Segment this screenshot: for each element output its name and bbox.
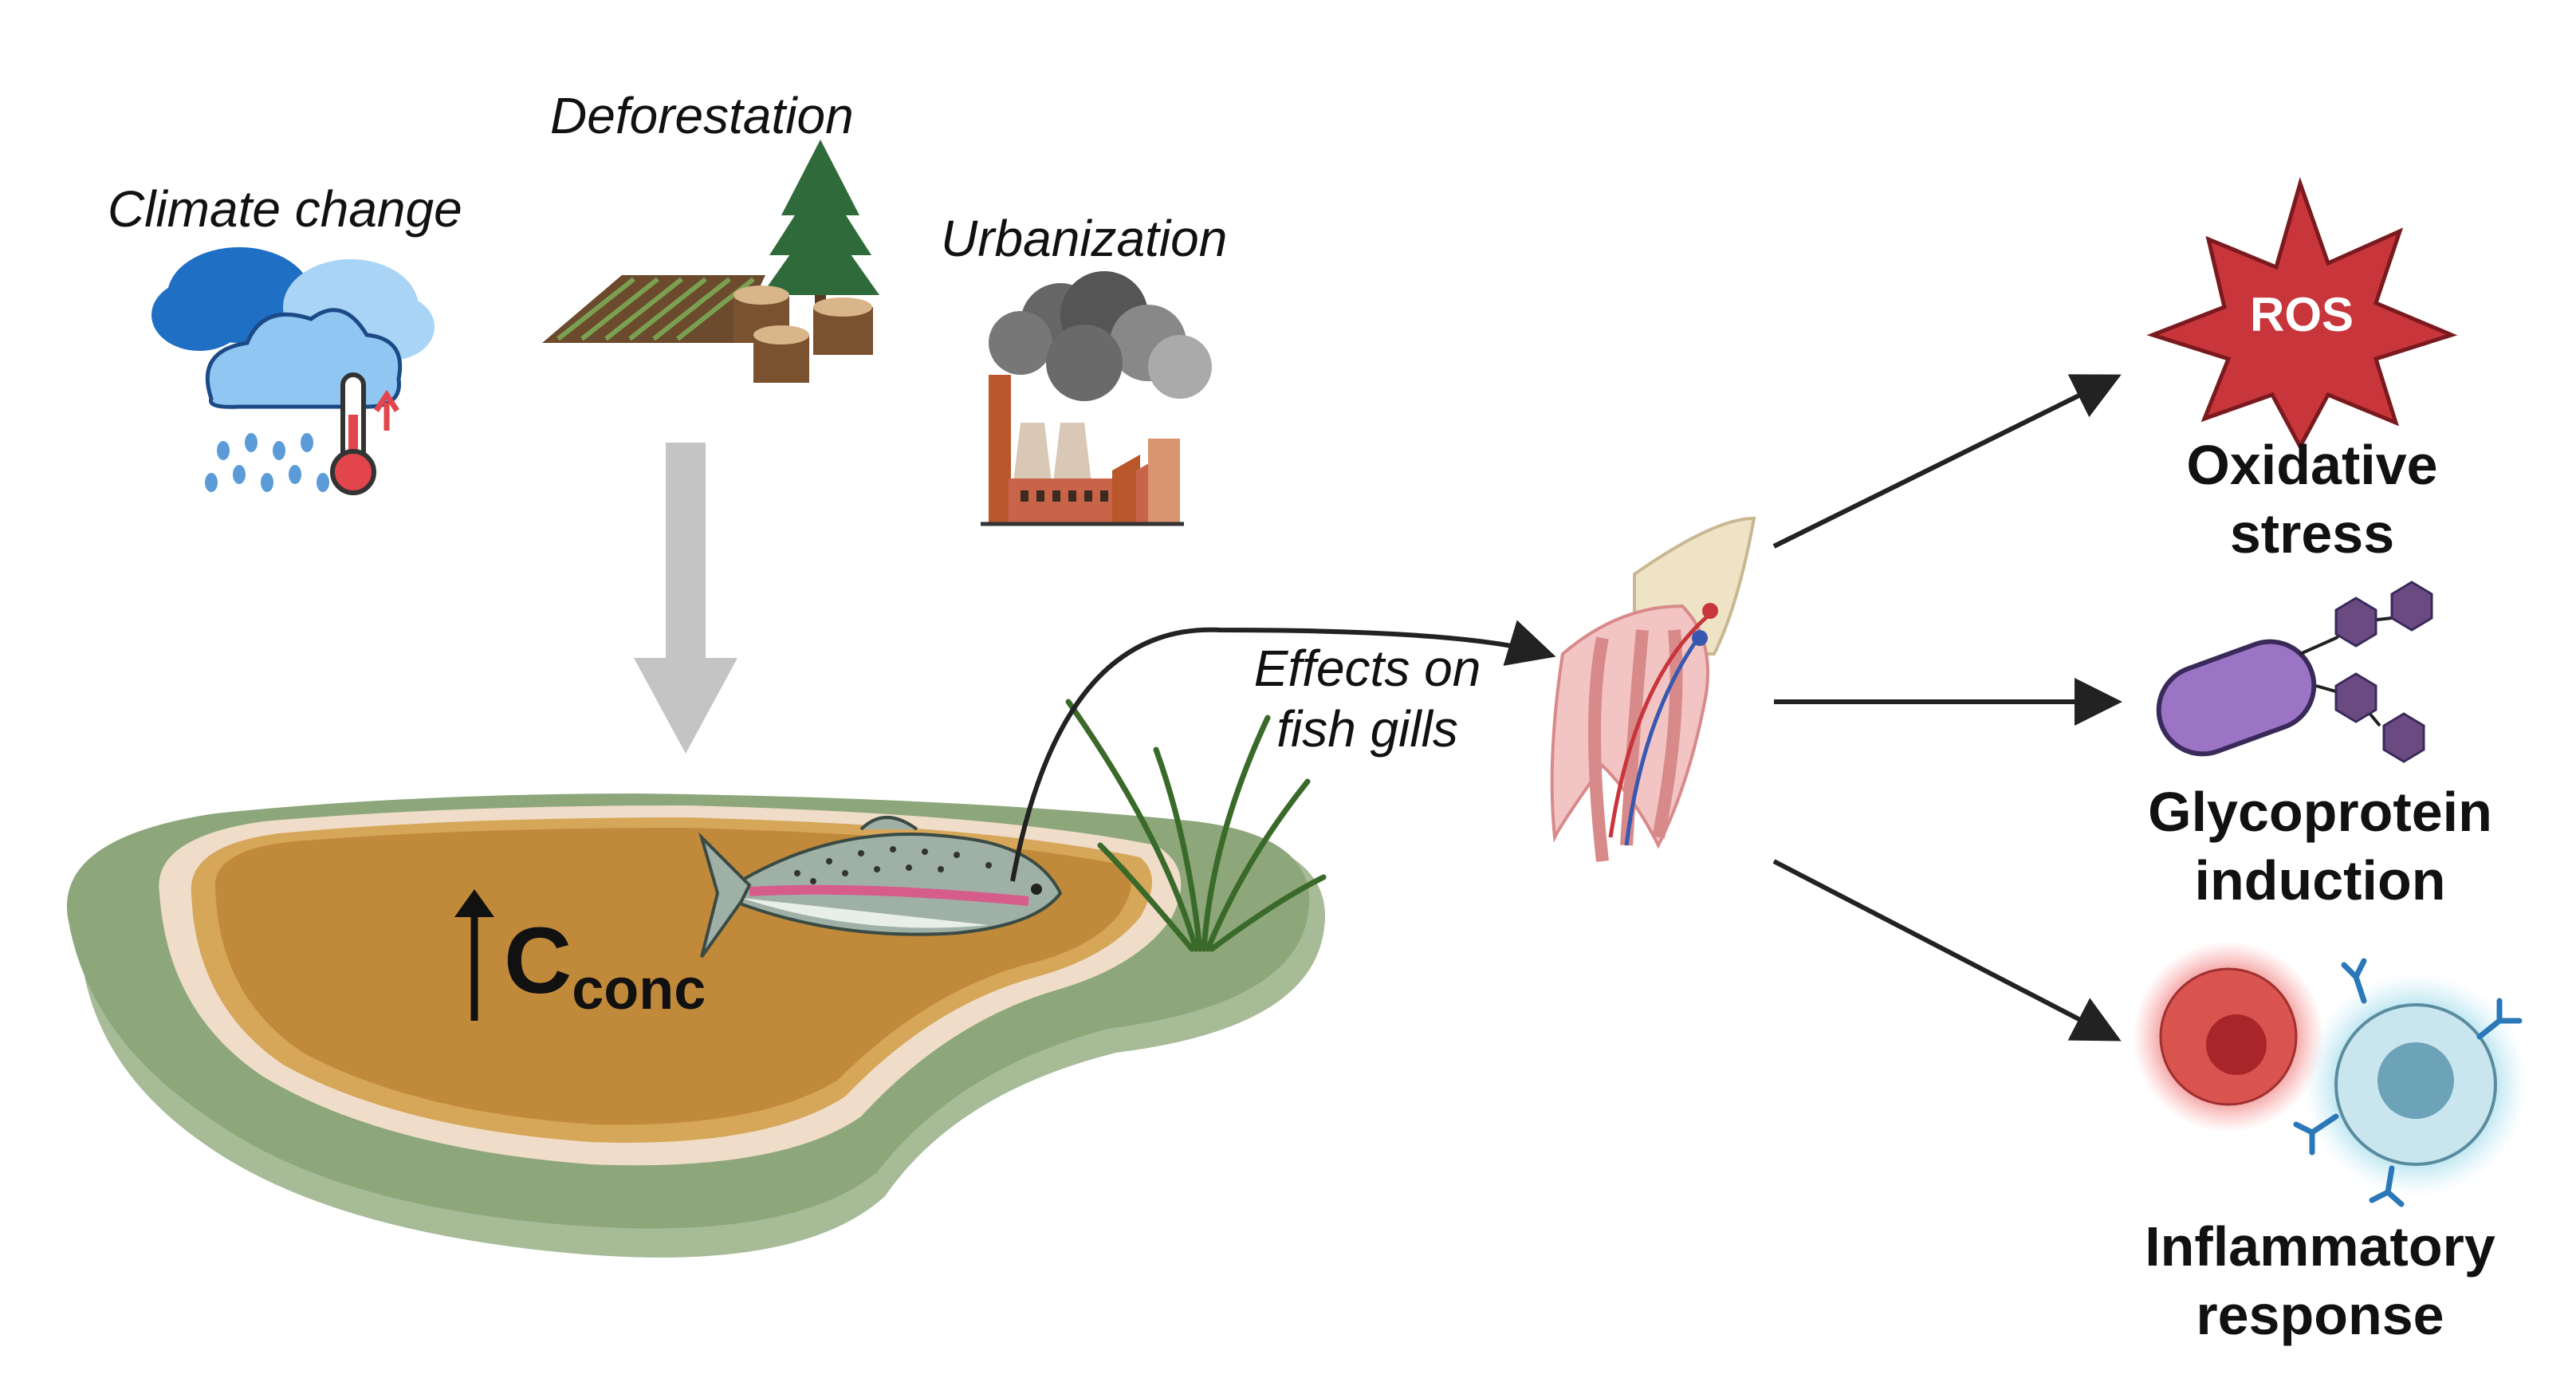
effects-label: Effects on fish gills [1240, 638, 1495, 759]
cloud-rain-icon [151, 247, 435, 492]
glycoprotein-induction-label: Glycoprotein induction [2105, 778, 2535, 915]
ros-label: ROS [2250, 288, 2354, 341]
inflam-line2: response [2196, 1284, 2444, 1346]
stump-icon [733, 285, 873, 383]
inflammatory-response-label: Inflammatory response [2105, 1212, 2535, 1349]
antibody-icon [2293, 958, 2523, 1207]
arrow-to-oxidative [1772, 374, 2122, 549]
glycoprotein-icon [2156, 581, 2433, 763]
glyco-line1: Glycoprotein [2148, 781, 2492, 843]
thermometer-icon [330, 372, 399, 495]
inflam-line1: Inflammatory [2145, 1215, 2495, 1278]
climate-change-label: Climate change [108, 180, 462, 238]
concentration-symbol: Cconc [504, 908, 706, 1022]
smoke-icon [989, 271, 1212, 401]
oxidative-stress-label: Oxidative stress [2105, 431, 2519, 568]
downward-arrow [634, 443, 737, 754]
deforestation-label: Deforestation [550, 87, 854, 144]
urbanization-label: Urbanization [941, 210, 1228, 267]
arrow-to-inflammatory [1772, 859, 2122, 1042]
factory-icon [981, 375, 1184, 526]
increase-arrow-icon [454, 889, 494, 1021]
fish-icon [698, 816, 1063, 959]
grass-icon [1065, 699, 1327, 952]
effects-label-line1: Effects on [1253, 640, 1481, 697]
effects-label-line2: fish gills [1276, 700, 1458, 758]
tree-icon [761, 140, 879, 311]
ros-burst-icon: ROS [2146, 176, 2458, 451]
inflammatory-cell-icon [2133, 941, 2527, 1196]
glyco-line2: induction [2194, 849, 2446, 912]
field-icon [542, 275, 765, 343]
pond-icon [66, 793, 1325, 1258]
gill-icon [1550, 516, 1756, 862]
effects-curve-arrow [1010, 620, 1556, 882]
oxidative-line2: stress [2229, 502, 2395, 565]
oxidative-line1: Oxidative [2186, 434, 2438, 496]
